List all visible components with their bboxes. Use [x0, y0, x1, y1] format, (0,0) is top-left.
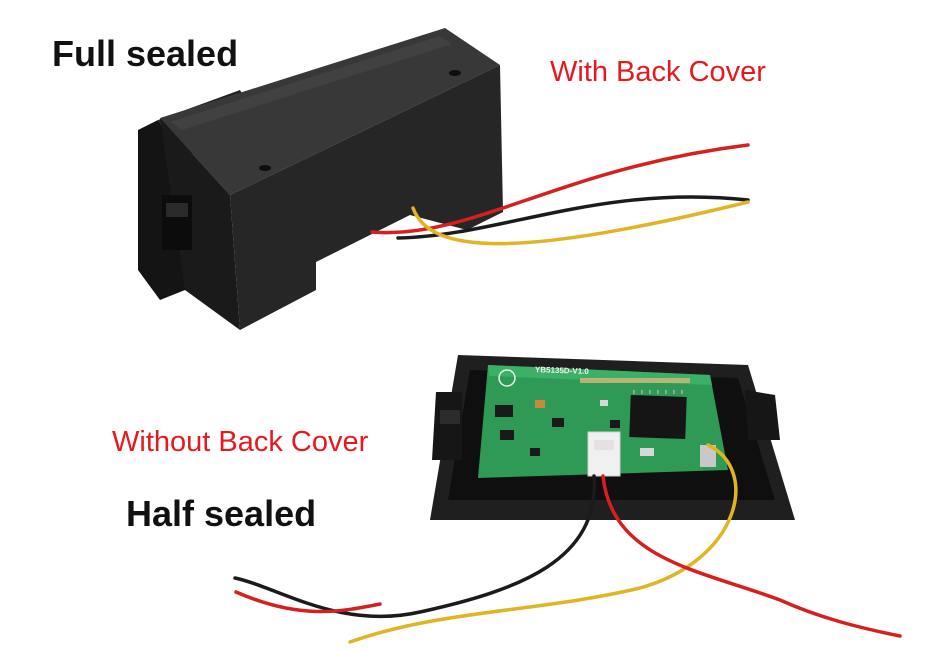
connector-slot — [594, 440, 614, 450]
caption-full-sealed: Full sealed — [52, 33, 239, 74]
white-connector — [587, 431, 621, 477]
wire-red-bottom — [601, 474, 902, 638]
mcu-chip — [629, 395, 687, 439]
mount-hole-2 — [449, 70, 461, 76]
meter-with-back-cover — [138, 28, 503, 330]
chip-pins — [633, 390, 683, 394]
wire-yellow-bottom — [348, 443, 738, 644]
wire-black-bottom — [233, 474, 596, 619]
pcb-silkscreen: YB5135D-V1.0 — [535, 365, 590, 376]
housing-front — [160, 118, 240, 330]
top-highlight — [170, 36, 452, 130]
wires-bottom — [233, 443, 902, 644]
meter-without-back-cover: YB5135D-V1.0 — [430, 355, 795, 520]
header-pins — [700, 445, 716, 467]
mount-hole-1 — [259, 165, 271, 171]
housing-top — [160, 28, 500, 195]
wire-red-top — [370, 143, 750, 235]
wires-top — [370, 143, 750, 246]
right-clip — [745, 390, 780, 440]
caption-without-back-cover: Without Back Cover — [112, 426, 369, 458]
wire-yellow-top — [411, 200, 750, 246]
caption-with-back-cover: With Back Cover — [550, 56, 766, 88]
caption-half-sealed: Half sealed — [126, 493, 317, 534]
left-clip-slot — [440, 410, 460, 424]
smd-components — [495, 378, 690, 456]
clip-slot — [166, 203, 188, 217]
brand-logo — [498, 369, 516, 387]
left-clip — [432, 392, 462, 460]
wire-red-bottom-2 — [234, 590, 382, 614]
housing-side — [230, 65, 503, 330]
